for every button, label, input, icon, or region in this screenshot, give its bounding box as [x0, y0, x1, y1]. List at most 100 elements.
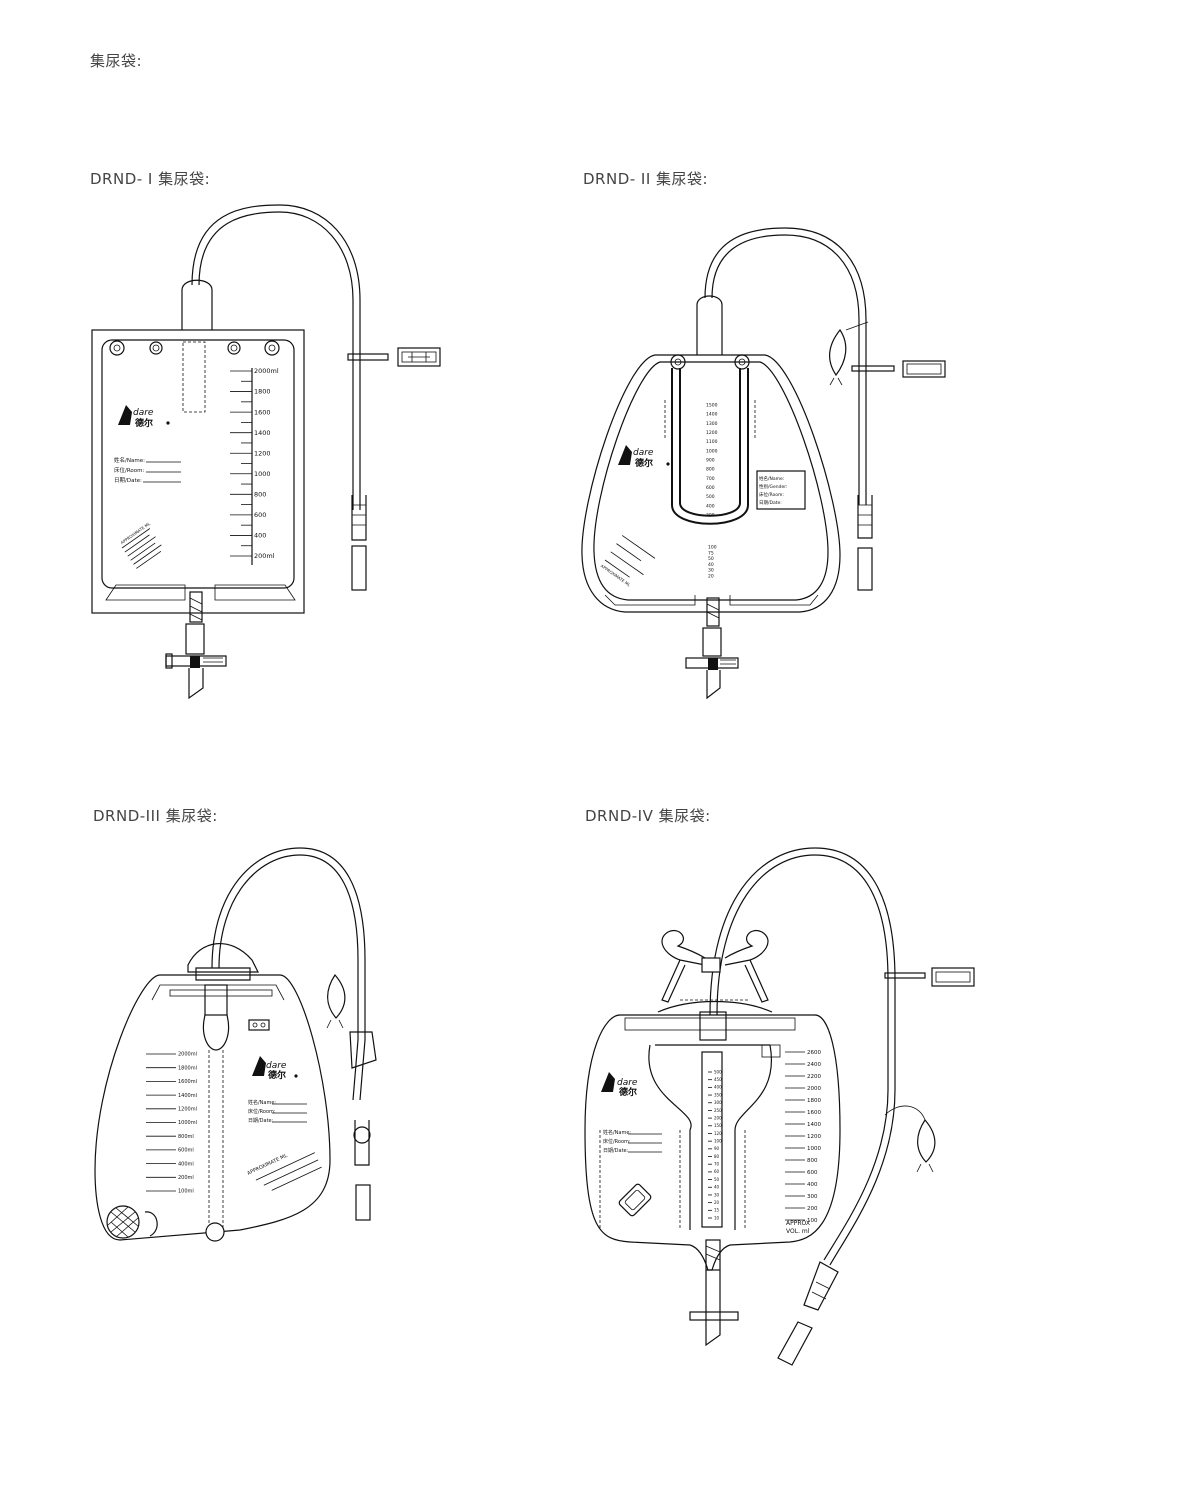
scale-label: 1400 — [254, 429, 271, 437]
bag-drnd-1: 2000ml18001600140012001000800600400200ml… — [91, 204, 441, 700]
scale-label: 30 — [708, 568, 714, 574]
form-name: 姓名/Name: — [114, 456, 145, 464]
volume-scale: 2600240022002000180016001400120010008006… — [785, 1050, 821, 1224]
form-name: 姓名/Name: — [603, 1129, 631, 1136]
approx-label: APPROX — [786, 1220, 810, 1227]
hanger-loop — [829, 328, 847, 377]
scale-label: 20 — [708, 574, 714, 580]
brand-cn: 德尔 — [135, 417, 153, 429]
brand-cn: 德尔 — [635, 457, 653, 469]
scale-label: 2000ml — [178, 1052, 197, 1058]
form-gender: 性别/Gender: — [759, 483, 788, 490]
cap — [857, 547, 873, 591]
scale-label: 100 — [714, 1138, 722, 1143]
scale-label: 1400 — [807, 1122, 821, 1128]
brand-text: dare — [266, 1061, 287, 1071]
scale-label: 30 — [714, 1192, 720, 1197]
bag-drnd-2: 1500140013001200110010009008007006005004… — [581, 227, 946, 700]
scale-label: 400 — [254, 532, 266, 540]
scale-label: 900 — [706, 458, 715, 464]
tube-clamp — [349, 1031, 377, 1069]
scale-label: 400 — [714, 1085, 722, 1090]
scale-label: 200 — [714, 1115, 722, 1120]
volume-scale: 2000ml1800ml1600ml1400ml1200ml1000ml800m… — [146, 1052, 197, 1195]
cap — [355, 1184, 371, 1221]
scale-label: 1800 — [254, 388, 271, 396]
scale-label: 800 — [254, 491, 266, 499]
scale-label: 1200ml — [178, 1106, 197, 1112]
svg-text:APPROXIMATE ML: APPROXIMATE ML — [120, 521, 152, 546]
scale-label: 200ml — [254, 552, 275, 560]
dare-logo: dare 德尔 — [118, 405, 170, 429]
bag-body — [581, 354, 841, 613]
scale-label: 300 — [714, 1100, 722, 1105]
scale-label: 200ml — [178, 1175, 194, 1181]
approx-label: APPROXIMATE ML — [246, 1153, 288, 1177]
scale-label: 1600ml — [178, 1079, 197, 1085]
dare-logo: dare 德尔 — [252, 1056, 298, 1081]
page-title: 集尿袋: — [90, 52, 143, 70]
scale-label: 800ml — [178, 1134, 194, 1140]
brand-text: dare — [633, 448, 654, 458]
form-date: 日期/Date: — [759, 500, 782, 506]
scale-label: 1400ml — [178, 1093, 197, 1099]
scale-label: 250 — [714, 1108, 722, 1113]
brand-text: dare — [133, 408, 154, 418]
scale-label: 1200 — [254, 449, 271, 457]
scale-label: 1600 — [254, 408, 271, 416]
scale-label: 1000 — [254, 470, 271, 478]
scale-label: 100ml — [178, 1189, 194, 1195]
heading-drnd-3: DRND-III 集尿袋: — [93, 807, 218, 825]
scale-label: 70 — [714, 1162, 720, 1167]
scale-label: 75 — [708, 550, 714, 556]
scale-label: 50 — [708, 556, 714, 562]
scale-label: 80 — [714, 1154, 720, 1159]
scale-label: 10 — [714, 1215, 720, 1220]
inner-scale: 5004504003503002502001501201009080706050… — [708, 1069, 722, 1220]
form-name: 姓名/Name: — [759, 475, 784, 482]
cap — [777, 1321, 813, 1366]
bag-drnd-3: 2000ml1800ml1600ml1400ml1200ml1000ml800m… — [94, 847, 377, 1242]
form-date: 日期/Date: — [114, 477, 142, 484]
clip-icon — [931, 967, 975, 987]
scale-label: 600 — [807, 1170, 818, 1176]
form-room: 床位/Room: — [248, 1108, 276, 1115]
scale-label: 200 — [807, 1206, 818, 1212]
scale-label: 2200 — [807, 1074, 821, 1080]
scale-label: 400 — [706, 503, 715, 509]
scale-label: 40 — [708, 562, 714, 568]
hanger-loop — [917, 1119, 936, 1163]
scale-label: 40 — [714, 1185, 720, 1190]
scale-label: 50 — [714, 1177, 720, 1182]
brand-cn: 德尔 — [268, 1069, 286, 1081]
form-room: 床位/Room: — [759, 491, 784, 498]
scale-label: 1800 — [807, 1098, 821, 1104]
tube-clamp — [347, 353, 389, 361]
scale-label: 1200 — [807, 1134, 821, 1140]
heading-drnd-4: DRND-IV 集尿袋: — [585, 807, 711, 825]
form-date: 日期/Date: — [248, 1118, 274, 1124]
scale-label: 300 — [807, 1194, 818, 1200]
scale-label: 500 — [706, 494, 715, 500]
scale-label: 1000 — [706, 448, 718, 454]
form-date: 日期/Date: — [603, 1148, 629, 1154]
scale-label: 60 — [714, 1169, 720, 1174]
scale-label: 1100 — [706, 439, 718, 445]
dare-logo: dare 德尔 — [618, 445, 670, 469]
scale-label: 90 — [714, 1146, 720, 1151]
bag-drnd-4: 2600240022002000180016001400120010008006… — [584, 847, 975, 1366]
scale-label: 150 — [714, 1123, 722, 1128]
heading-drnd-1: DRND- I 集尿袋: — [90, 170, 211, 188]
hanger-loop — [327, 974, 346, 1019]
scale-label: 400 — [807, 1182, 818, 1188]
brand-text: dare — [617, 1078, 638, 1088]
scale-label: 2000ml — [254, 367, 279, 375]
heading-drnd-2: DRND- II 集尿袋: — [583, 170, 709, 188]
form-room: 床位/Room: — [114, 466, 145, 474]
scale-label: 100 — [807, 1218, 818, 1224]
scale-label: 2400 — [807, 1062, 821, 1068]
scale-label: 1500 — [706, 403, 718, 409]
